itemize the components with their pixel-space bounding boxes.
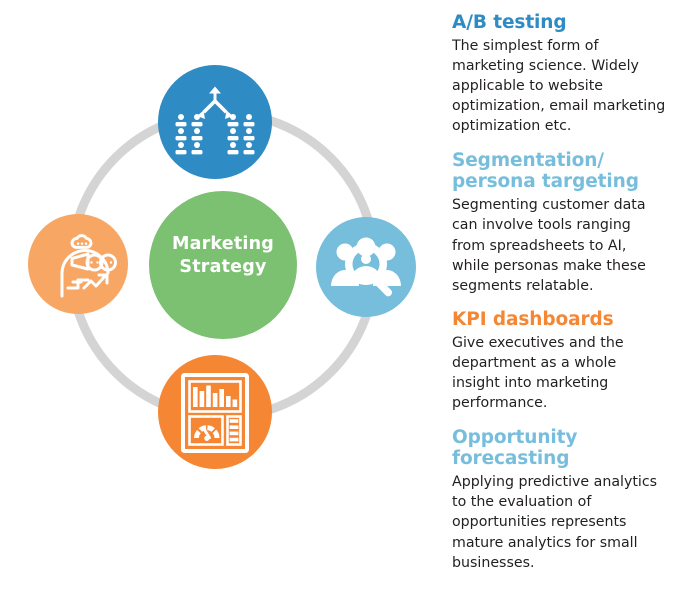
section-heading: Segmentation/ persona targeting [452, 149, 639, 193]
people-magnifier-icon [331, 237, 401, 297]
section-heading: KPI dashboards [452, 309, 614, 331]
node-opportunity-forecasting[interactable] [28, 214, 128, 314]
center-label-line-2: Strategy [179, 257, 267, 278]
section-kpi-dashboards: KPI dashboards Give executives and the d… [452, 309, 666, 413]
node-segmentation[interactable] [316, 217, 416, 317]
section-ab-testing: A/B testing The simplest form of marketi… [452, 12, 666, 137]
center-circle [149, 191, 297, 339]
center-label-line-1: Marketing [171, 234, 275, 254]
node-kpi-dashboard[interactable] [158, 355, 272, 469]
dashboard-chart-icon [181, 373, 249, 453]
section-body: Give executives and the department as a … [452, 334, 624, 412]
section-opportunity-forecasting: Opportunity forecasting Applying predict… [452, 427, 666, 573]
section-heading: Opportunity forecasting [452, 426, 578, 470]
marketing-strategy-diagram: Marketing Strategy [28, 65, 416, 469]
section-segmentation: Segmentation/ persona targeting Segmenti… [452, 150, 666, 296]
center-label: Marketing Strategy [148, 233, 298, 279]
ab-split-test-icon [175, 86, 255, 155]
node-circle-left [28, 214, 128, 314]
node-circle-top [158, 65, 272, 179]
sections-list: A/B testing The simplest form of marketi… [452, 12, 666, 573]
section-heading: A/B testing [452, 12, 567, 33]
node-ab-testing[interactable] [158, 65, 272, 179]
section-body: Segmenting customer data can involve too… [452, 197, 646, 294]
section-body: The simplest form of marketing science. … [452, 37, 666, 135]
head-binoculars-forecast-icon [60, 234, 117, 298]
section-body: Applying predictive analytics to the eva… [452, 474, 658, 571]
